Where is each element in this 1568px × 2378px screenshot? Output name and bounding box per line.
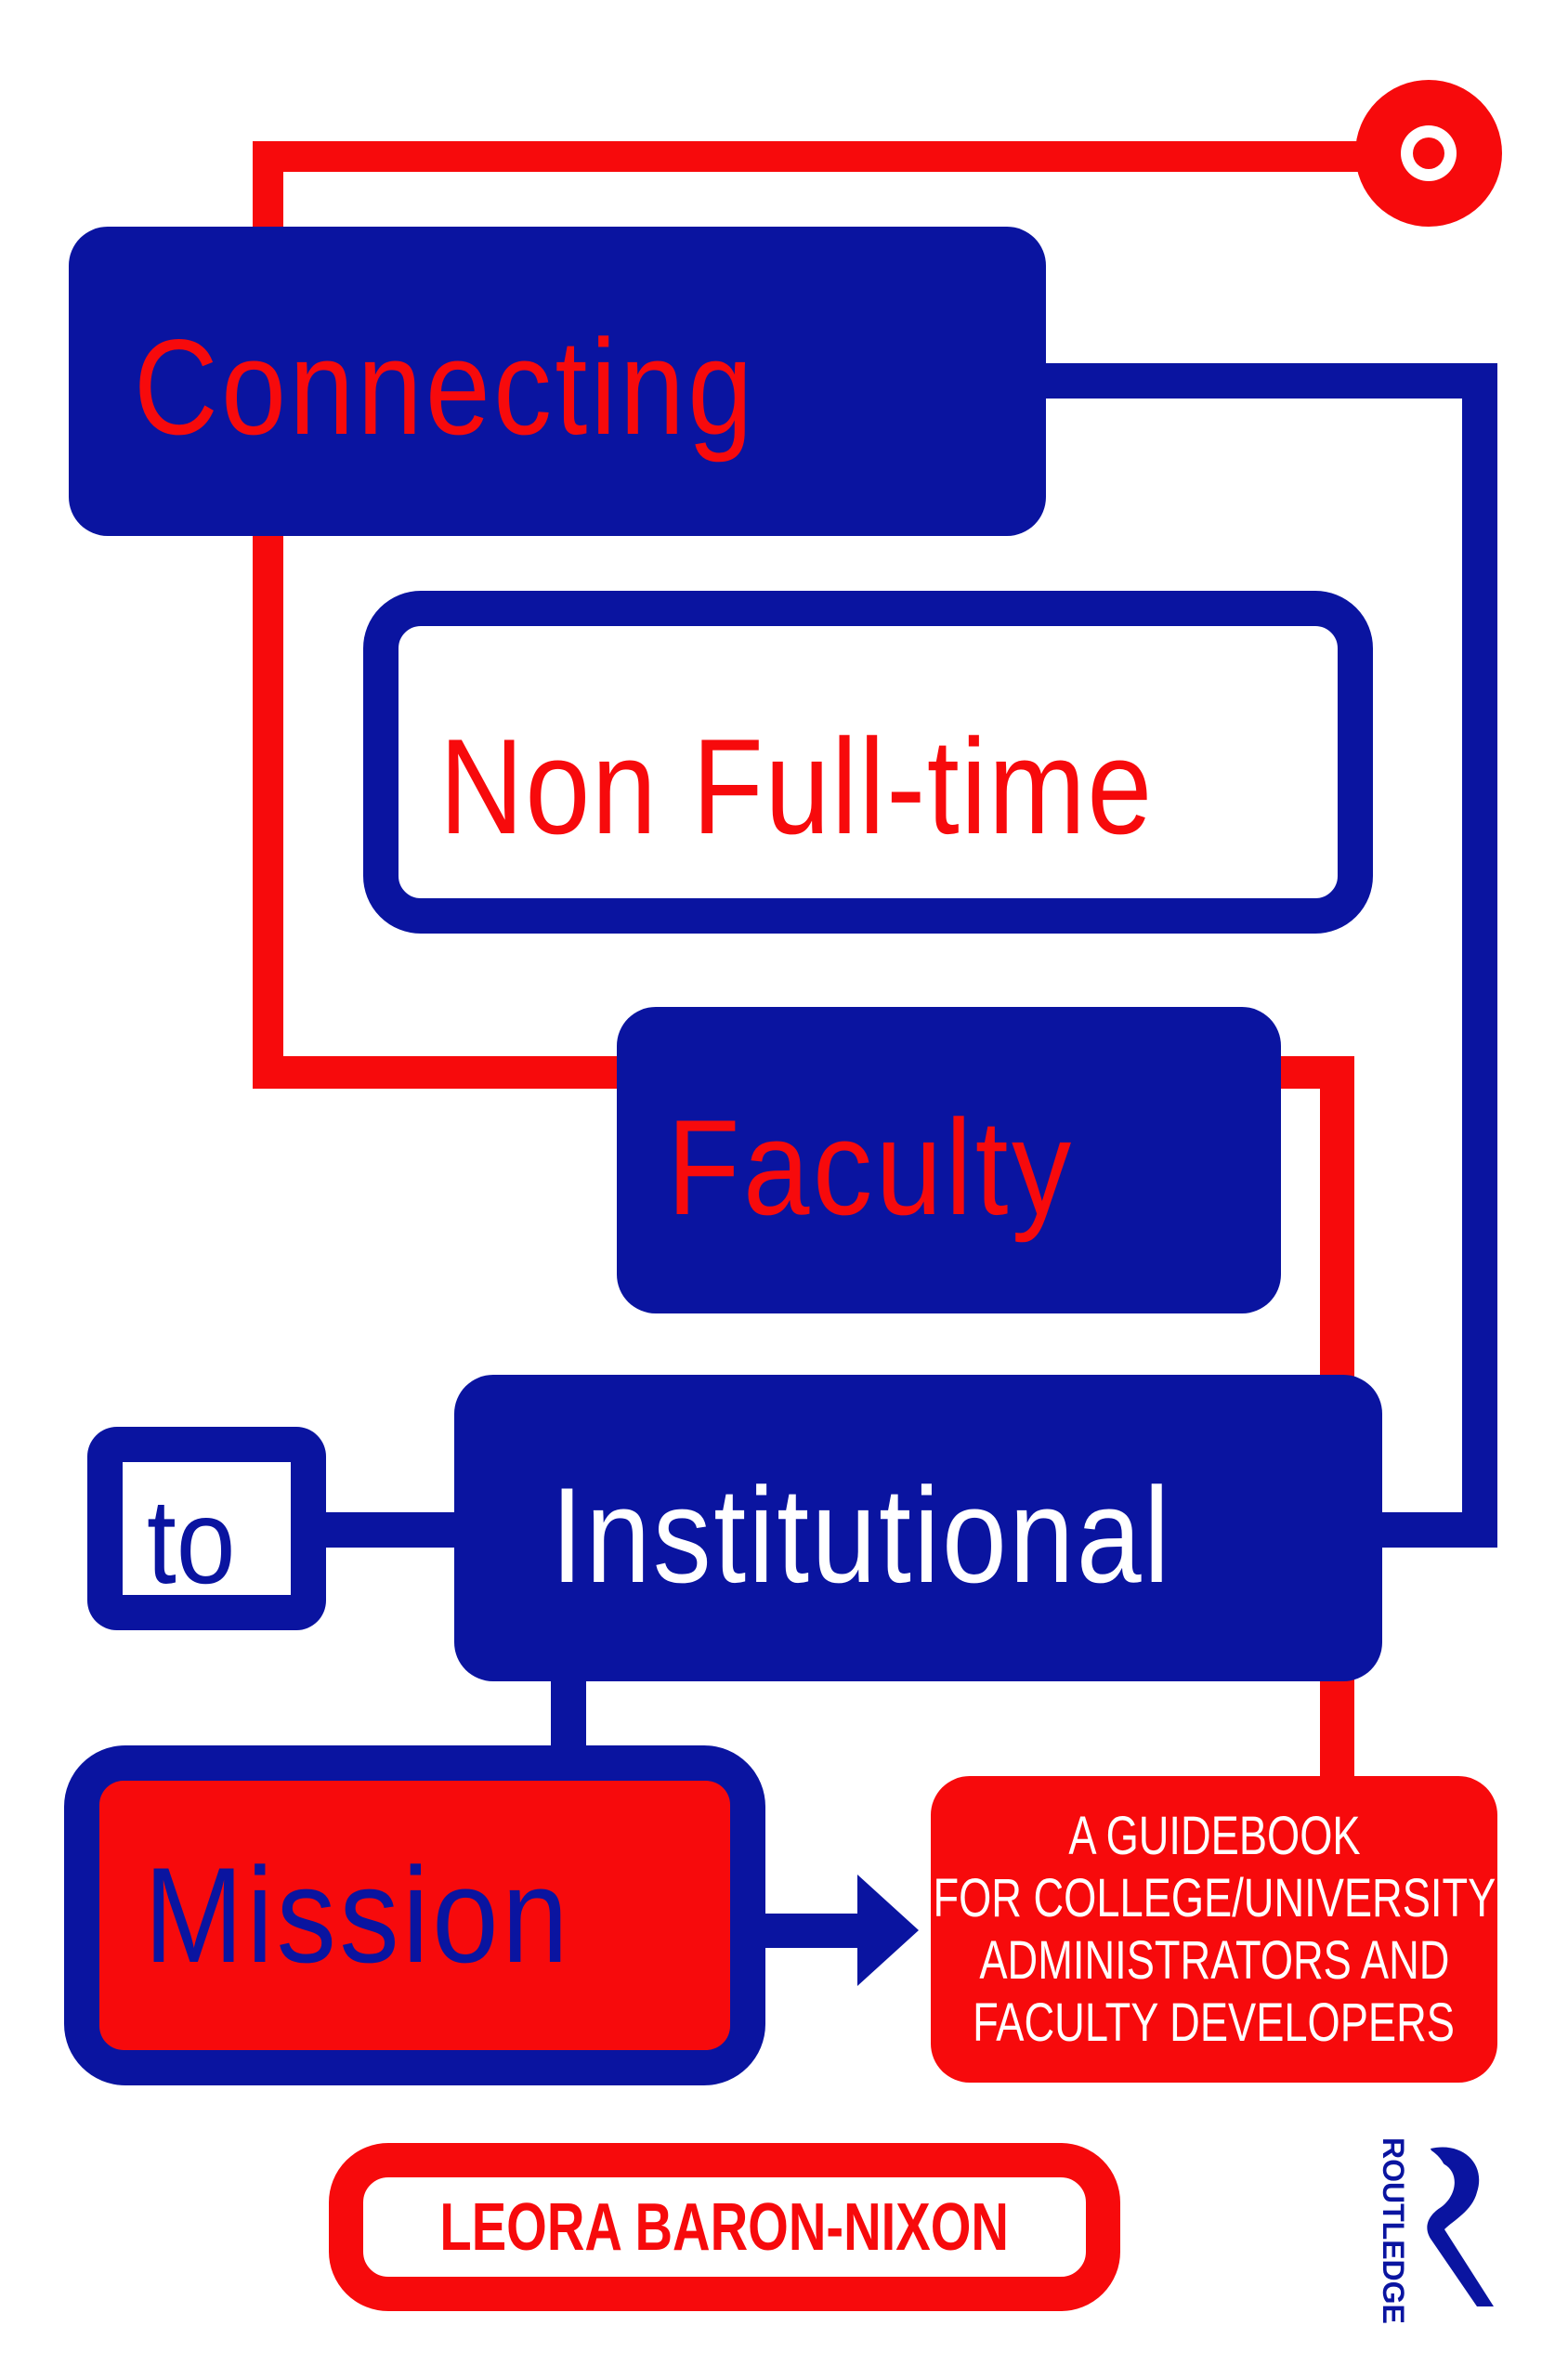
connecting-box: Connecting (69, 227, 1046, 536)
author-box: LEORA BARON-NIXON (329, 2143, 1120, 2311)
title-non-full-time: Non Full-time (439, 711, 1154, 862)
target-icon (1355, 80, 1502, 227)
title-connecting: Connecting (134, 311, 756, 463)
red-line-top (253, 141, 1395, 172)
title-institutional: Institutional (551, 1459, 1172, 1611)
routledge-head-icon (1425, 2147, 1494, 2306)
subtitle-line: A GUIDEBOOK (1067, 1806, 1361, 1866)
faculty-box: Faculty (617, 1007, 1281, 1313)
blue-line-top (1022, 363, 1497, 399)
non-full-time-box: Non Full-time (363, 591, 1373, 934)
routledge-logo: ROUTLEDGE (1375, 2137, 1500, 2324)
blue-line-lower (1375, 1512, 1497, 1548)
subtitle-line: FACULTY DEVELOPERS (973, 1993, 1456, 2053)
title-mission: Mission (144, 1839, 572, 1991)
subtitle-box: A GUIDEBOOK FOR COLLEGE/UNIVERSITY ADMIN… (931, 1776, 1497, 2083)
subtitle-line: ADMINISTRATORS AND (978, 1930, 1450, 1991)
arrow-right-icon (857, 1875, 919, 1986)
to-box: to (87, 1427, 326, 1630)
title-faculty: Faculty (667, 1091, 1075, 1243)
to-connector (316, 1512, 464, 1548)
arrow-shaft (762, 1914, 864, 1948)
mission-box: Mission (64, 1745, 765, 2085)
title-to: to (147, 1473, 236, 1609)
author-name: LEORA BARON-NIXON (439, 2189, 1010, 2265)
blue-line-right (1462, 363, 1497, 1547)
subtitle-line: FOR COLLEGE/UNIVERSITY (933, 1868, 1496, 1928)
institutional-box: Institutional (454, 1375, 1382, 1681)
